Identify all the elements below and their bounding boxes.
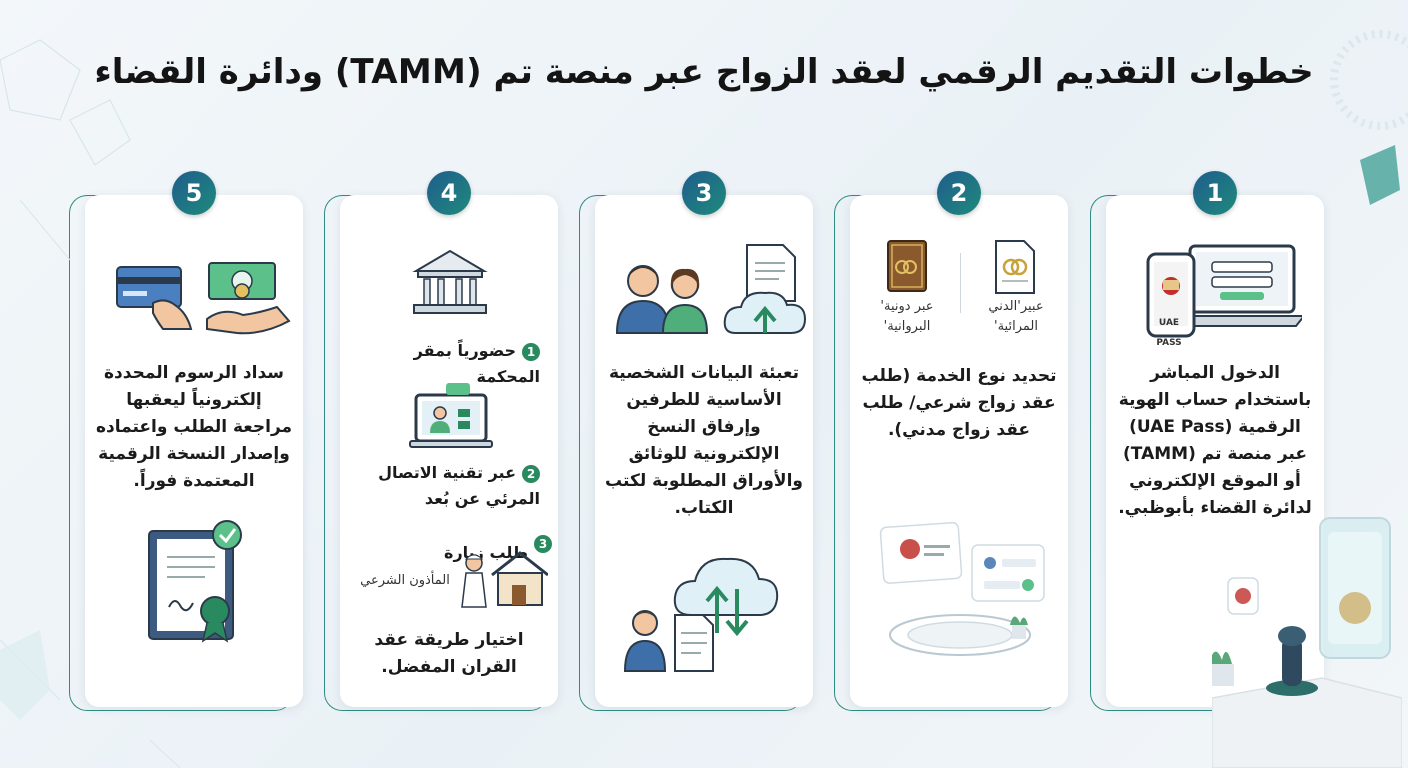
step-card-2: 2 عبير'الدني المرائية' عبر دونية' البروا… [834, 171, 1068, 711]
civil-contract-icon [995, 240, 1035, 294]
option-label: طلب زيارة [444, 543, 528, 562]
religious-book-icon [887, 240, 927, 292]
step-number: 2 [937, 171, 981, 215]
cloud-upload-document-icon [723, 244, 807, 334]
court-building-icon [412, 249, 488, 314]
option-badge: 3 [534, 534, 552, 553]
option-video-call: 2عبر تقنية الاتصال المرئي عن بُعد [348, 460, 540, 512]
option-label: حضورياً بمقر المحكمة [413, 341, 540, 386]
step-card-3: 3 تعبئة البيانات الشخصية الأساسية للطرفي… [579, 171, 813, 711]
option-badge: 2 [522, 464, 540, 483]
option-label-religious: عبر دونية' البروانية' [880, 299, 934, 334]
home-visit-icon [461, 551, 548, 608]
cash-payment-icon [206, 262, 291, 335]
step-description: تعبئة البيانات الشخصية الأساسية للطرفين … [605, 363, 803, 518]
step-number: 4 [427, 171, 471, 215]
couple-icon [615, 265, 709, 334]
video-call-icon [409, 383, 493, 448]
cloud-sync-icon [673, 557, 779, 637]
phone-uae-pass-icon [1146, 252, 1196, 338]
option-home-visit: 3 طلب زيارة [348, 534, 552, 566]
page-title: خطوات التقديم الرقمي لعقد الزواج عبر منص… [94, 52, 1314, 92]
step-description: تحديد نوع الخدمة (طلب عقد زواج شرعي/ طلب… [861, 366, 1057, 440]
option-label-civil: عبير'الدني المرائية' [988, 299, 1044, 334]
option-badge: 1 [522, 342, 540, 361]
option-label: عبر تقنية الاتصال المرئي عن بُعد [378, 463, 540, 508]
phone-label: UAE PASS [1156, 318, 1182, 348]
certificate-icon [148, 520, 242, 643]
step-card-1: 1 UAE PASS الدخول المباشر باستخدام حساب … [1090, 171, 1324, 711]
step-number: 3 [682, 171, 726, 215]
option-sub-label: المأذون الشرعي [360, 573, 450, 588]
digital-platform-illustration [879, 521, 1045, 656]
step-description: الدخول المباشر باستخدام حساب الهوية الرق… [1118, 363, 1312, 518]
step-description: سداد الرسوم المحددة إلكترونياً ليعقبها م… [95, 363, 293, 491]
divider [960, 253, 961, 313]
step-number: 1 [1193, 171, 1237, 215]
step-card-4: 4 1حضورياً بمقر المحكمة 2عبر تقنية الاتص… [324, 171, 558, 711]
step-card-5: 5 سداد الرسوم المحددة إلكترونياً ليعقبها… [69, 171, 303, 711]
option-in-person: 1حضورياً بمقر المحكمة [348, 338, 540, 390]
card-payment-icon [116, 266, 193, 330]
step-number: 5 [172, 171, 216, 215]
person-document-icon [623, 610, 714, 672]
step-description: اختيار طريقة عقد القران المفضل. [374, 630, 524, 677]
